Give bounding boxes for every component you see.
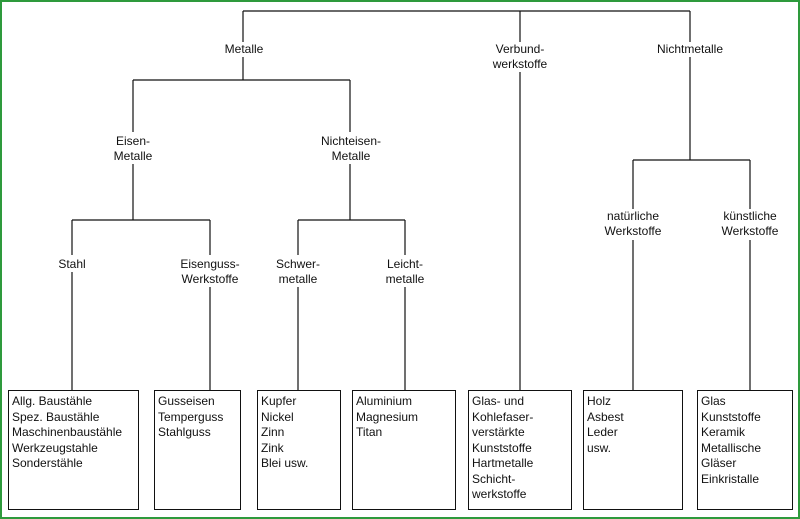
node-kuenstlich-line-1: künstliche <box>723 209 777 223</box>
box-natuerlich-item: usw. <box>587 440 612 455</box>
node-natuerlich-line-2: Werkstoffe <box>604 224 662 238</box>
box-eisenguss-types: Gusseisen Temperguss Stahlguss <box>154 390 241 510</box>
node-kuenstlich-line-2: Werkstoffe <box>721 224 779 238</box>
box-verbund-item: Schicht- <box>472 471 516 486</box>
node-verbundwerkstoffe: Verbund- werkstoffe <box>486 42 554 72</box>
node-stahl: Stahl <box>56 257 88 272</box>
box-natuerliche-types: Holz Asbest Leder usw. <box>583 390 683 510</box>
box-leicht-item: Titan <box>356 425 383 439</box>
box-verbund-item: verstärkte <box>472 425 525 439</box>
node-verbund-line-1: Verbund- <box>495 42 545 56</box>
box-stahl-item: Allg. Baustähle <box>12 394 93 408</box>
node-eisenmetalle: Eisen- Metalle <box>108 134 158 164</box>
box-verbund-item: werkstoffe <box>472 487 527 501</box>
node-kuenstliche-werkstoffe: künstliche Werkstoffe <box>713 209 787 239</box>
box-eisenguss-item: Gusseisen <box>158 394 215 408</box>
box-verbund-item: Hartmetalle <box>472 456 534 470</box>
box-natuerlich-item: Leder <box>587 425 618 439</box>
box-natuerlich-item: Asbest <box>587 409 624 424</box>
box-stahl-item: Spez. Baustähle <box>12 409 100 424</box>
box-kuenstlich-item: Einkristalle <box>701 471 760 486</box>
node-metalle: Metalle <box>220 42 268 57</box>
node-eisenguss-line-1: Eisenguss- <box>180 257 240 271</box>
box-eisenguss-item: Temperguss <box>158 409 224 424</box>
box-kuenstlich-item: Gläser <box>701 456 737 470</box>
node-nichteisen-line-1: Nichteisen- <box>320 134 382 148</box>
node-eisen-line-1: Eisen- <box>115 134 150 148</box>
box-schwer-item: Blei usw. <box>261 456 309 470</box>
node-stahl-line-1: Stahl <box>58 257 86 271</box>
box-stahl-item: Maschinenbaustähle <box>12 425 123 439</box>
node-schwermetalle: Schwer- metalle <box>272 257 324 287</box>
box-leichtmetalle-types: Aluminium Magnesium Titan <box>352 390 456 510</box>
node-natuerliche-werkstoffe: natürliche Werkstoffe <box>598 209 668 239</box>
box-eisenguss-item: Stahlguss <box>158 425 211 439</box>
node-schwer-line-2: metalle <box>278 272 318 286</box>
box-stahl-item: Sonderstähle <box>12 456 83 470</box>
box-kuenstlich-item: Metallische <box>701 440 762 455</box>
box-verbundwerkstoffe-types: Glas- und Kohlefaser- verstärkte Kunstst… <box>468 390 572 510</box>
box-leicht-item: Aluminium <box>356 394 413 408</box>
box-schwer-item: Zink <box>261 440 284 455</box>
box-verbund-item: Glas- und <box>472 394 525 408</box>
box-stahl-types: Allg. Baustähle Spez. Baustähle Maschine… <box>8 390 139 510</box>
box-kuenstliche-types: Glas Kunststoffe Keramik Metallische Glä… <box>697 390 793 510</box>
box-natuerlich-item: Holz <box>587 394 612 408</box>
node-eisenguss-line-2: Werkstoffe <box>181 272 239 286</box>
node-leicht-line-1: Leicht- <box>386 257 424 271</box>
box-verbund-item: Kohlefaser- <box>472 409 534 424</box>
node-nichtmetalle-line-1: Nichtmetalle <box>656 42 724 56</box>
box-schwer-item: Zinn <box>261 425 285 439</box>
node-nichteisen-line-2: Metalle <box>331 149 371 163</box>
node-nichteisenmetalle: Nichteisen- Metalle <box>318 134 384 164</box>
node-eisen-line-2: Metalle <box>113 149 153 163</box>
node-verbund-line-2: werkstoffe <box>492 57 548 71</box>
box-schwermetalle-types: Kupfer Nickel Zinn Zink Blei usw. <box>257 390 341 510</box>
box-verbund-item: Kunststoffe <box>472 440 532 455</box>
node-leicht-line-2: metalle <box>385 272 425 286</box>
box-kuenstlich-item: Kunststoffe <box>701 409 761 424</box>
node-schwer-line-1: Schwer- <box>275 257 320 271</box>
node-nichtmetalle: Nichtmetalle <box>651 42 729 57</box>
box-kuenstlich-item: Keramik <box>701 425 746 439</box>
node-metalle-line-1: Metalle <box>224 42 264 56</box>
node-leichtmetalle: Leicht- metalle <box>381 257 429 287</box>
box-stahl-item: Werkzeugstahle <box>12 440 98 455</box>
box-kuenstlich-item: Glas <box>701 394 726 408</box>
node-eisenguss-werkstoffe: Eisenguss- Werkstoffe <box>172 257 248 287</box>
box-schwer-item: Nickel <box>261 409 294 424</box>
box-leicht-item: Magnesium <box>356 409 419 424</box>
node-natuerlich-line-1: natürliche <box>606 209 660 223</box>
box-schwer-item: Kupfer <box>261 394 297 408</box>
